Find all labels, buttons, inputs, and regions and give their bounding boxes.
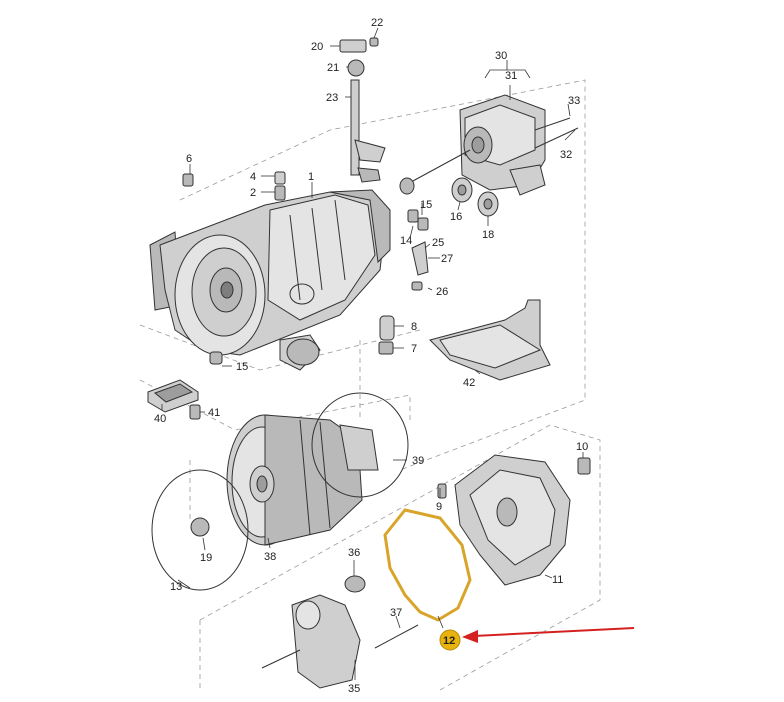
callout-41: 41 xyxy=(208,407,220,419)
filter-element xyxy=(147,379,199,413)
callout-14: 14 xyxy=(400,235,412,247)
callout-2: 2 xyxy=(250,187,256,199)
callout-31: 31 xyxy=(505,70,517,82)
callout-15a: 15 xyxy=(420,199,432,211)
callout-10: 10 xyxy=(576,441,588,453)
callout-42: 42 xyxy=(463,377,475,389)
callout-8: 8 xyxy=(411,321,417,333)
callout-36: 36 xyxy=(348,547,360,559)
pump-assembly xyxy=(261,575,419,689)
callout-16: 16 xyxy=(450,211,462,223)
callout-33: 33 xyxy=(568,95,580,107)
callout-11: 11 xyxy=(552,574,563,586)
callout-4: 4 xyxy=(250,171,256,183)
leader-lines xyxy=(161,27,584,680)
gasket-12 xyxy=(383,508,472,622)
seal-19 xyxy=(190,517,210,537)
selector-rod-assembly xyxy=(339,37,386,183)
callout-32: 32 xyxy=(560,149,572,161)
callout-15b: 15 xyxy=(236,361,248,373)
callout-19: 19 xyxy=(200,552,212,564)
callout-38: 38 xyxy=(264,551,276,563)
callout-25: 25 xyxy=(432,237,444,249)
callout-21: 21 xyxy=(327,62,339,74)
callout-40: 40 xyxy=(154,413,166,425)
callout-20: 20 xyxy=(311,41,323,53)
callout-18: 18 xyxy=(482,229,494,241)
callout-23: 23 xyxy=(326,92,338,104)
callout-1: 1 xyxy=(308,171,314,183)
o-ring-39 xyxy=(311,392,409,498)
o-ring-13 xyxy=(151,469,249,591)
callout-7: 7 xyxy=(411,343,417,355)
clutch-assembly xyxy=(226,414,379,546)
callout-12: 12 xyxy=(443,635,455,647)
callout-35: 35 xyxy=(348,683,360,695)
callout-37: 37 xyxy=(390,607,402,619)
callout-13: 13 xyxy=(170,581,182,593)
callout-9: 9 xyxy=(436,501,442,513)
callout-39: 39 xyxy=(412,455,424,467)
rear-cover xyxy=(454,454,571,586)
callout-6: 6 xyxy=(186,153,192,165)
gearbox-housing xyxy=(149,189,391,371)
callout-12-badge: 12 xyxy=(439,629,461,651)
plugs-and-bolts xyxy=(182,171,591,499)
callout-22: 22 xyxy=(371,17,383,29)
oil-strainer xyxy=(429,299,551,381)
highlight-arrow xyxy=(462,627,635,643)
part-callouts: 1 2 4 6 7 8 9 10 11 13 14 15 15 16 18 19… xyxy=(154,17,588,695)
transfer-case-unit xyxy=(399,94,579,291)
callout-30: 30 xyxy=(495,50,507,62)
callout-26: 26 xyxy=(436,286,448,298)
callout-27: 27 xyxy=(441,253,453,265)
